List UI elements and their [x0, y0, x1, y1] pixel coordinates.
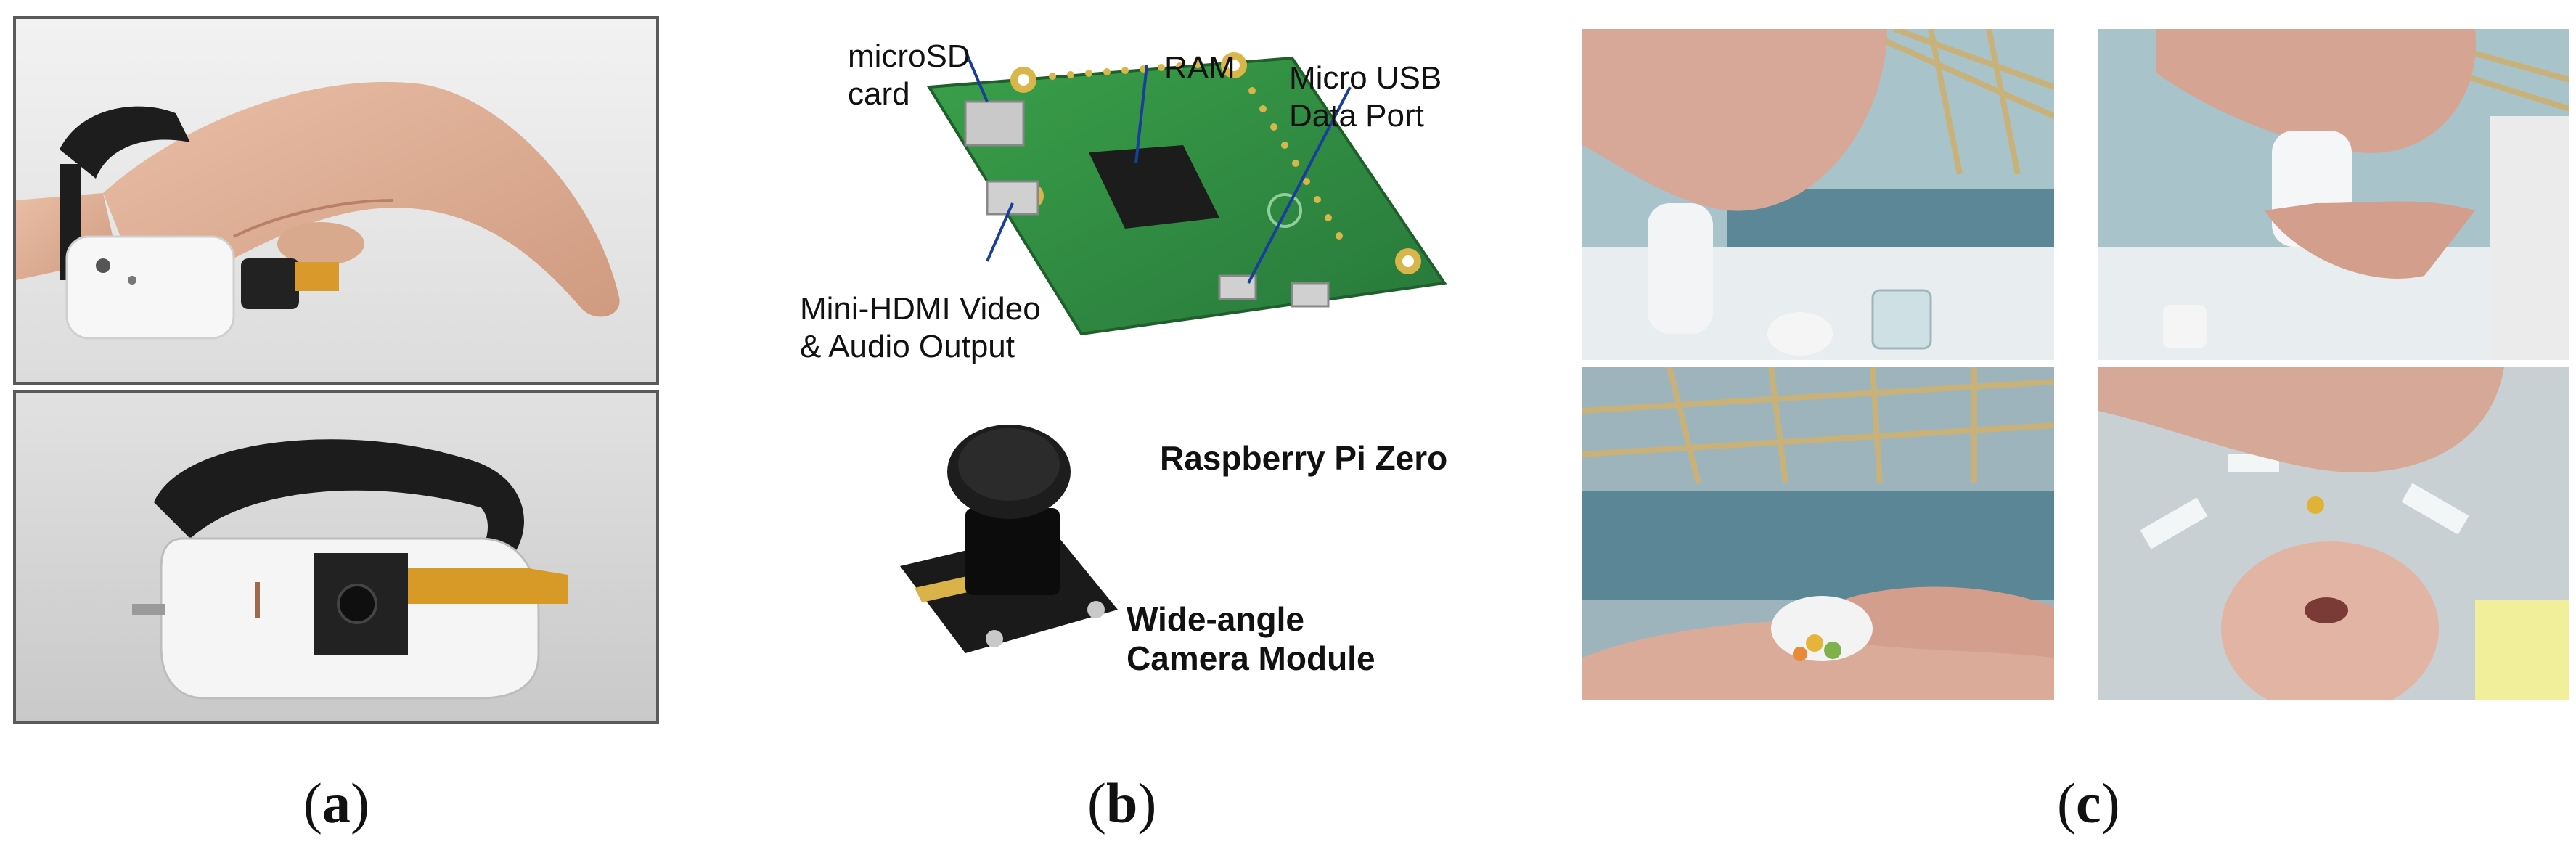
- label-microsd-line2: card: [848, 76, 910, 112]
- wide-angle-camera-image: [886, 421, 1132, 668]
- label-microsd-card: microSD card: [848, 38, 970, 113]
- panel-c-letter: c: [2075, 772, 2101, 835]
- label-microsd-line1: microSD: [848, 38, 970, 74]
- label-micro-usb-data-port: Micro USB Data Port: [1289, 60, 1442, 135]
- photo-hand-wearing-device: [13, 16, 659, 385]
- panel-b-letter: b: [1105, 772, 1138, 835]
- panel-a-caption: (a): [303, 772, 369, 835]
- label-wide-angle-camera: Wide-angle Camera Module: [1127, 600, 1375, 678]
- label-ram: RAM: [1164, 49, 1235, 87]
- label-hdmi-line1: Mini-HDMI Video: [800, 291, 1041, 327]
- panel-b-caption: (b): [1087, 772, 1157, 835]
- panel-c-caption: (c): [2057, 772, 2120, 835]
- label-camera-line1: Wide-angle: [1127, 600, 1304, 638]
- label-mini-hdmi: Mini-HDMI Video & Audio Output: [800, 290, 1041, 366]
- raspberry-pi-zero-image: [842, 44, 1452, 421]
- frame-taking-pill: [2098, 367, 2569, 700]
- label-hdmi-line2: & Audio Output: [800, 329, 1015, 364]
- label-usb-line2: Data Port: [1289, 98, 1424, 134]
- label-raspberry-pi-zero: Raspberry Pi Zero: [1160, 438, 1447, 478]
- label-ram-text: RAM: [1164, 50, 1235, 86]
- label-board-name: Raspberry Pi Zero: [1160, 439, 1448, 477]
- frame-opening-bottle: [2098, 29, 2569, 360]
- frame-pills-in-hand: [1582, 367, 2054, 700]
- label-camera-line2: Camera Module: [1127, 639, 1375, 677]
- panel-a-letter: a: [322, 772, 351, 835]
- photo-wristband-device: [13, 390, 659, 724]
- frame-hand-reaching-bottle: [1582, 29, 2054, 360]
- label-usb-line1: Micro USB: [1289, 60, 1442, 96]
